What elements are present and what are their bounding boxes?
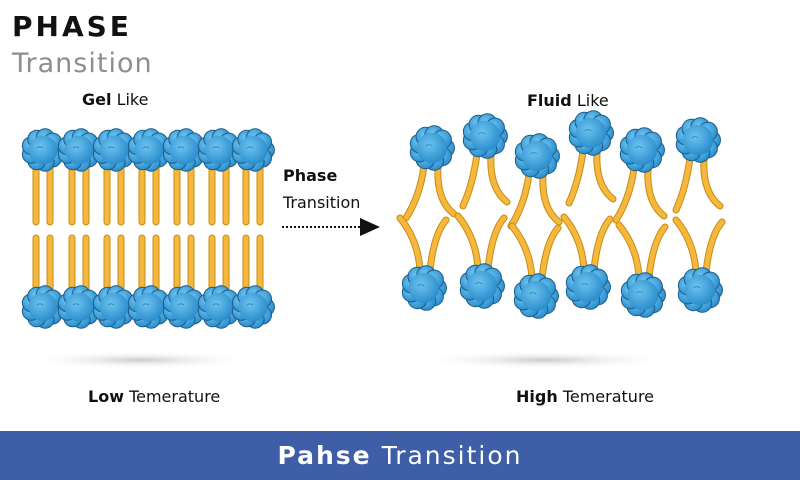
gel-lower-head bbox=[21, 285, 65, 329]
high-temp-bold: High bbox=[516, 387, 558, 406]
fluid-upper-head bbox=[568, 110, 614, 156]
gel-caption-rest: Like bbox=[116, 90, 149, 109]
fluid-lower-head bbox=[459, 263, 505, 309]
fluid-lower-head bbox=[620, 272, 666, 318]
footer-title: Pahse Transition bbox=[0, 441, 800, 470]
low-temp-bold: Low bbox=[88, 387, 124, 406]
phase-transition-diagram bbox=[21, 110, 726, 369]
transition-arrow bbox=[282, 218, 380, 236]
gel-caption: Gel Like bbox=[82, 90, 148, 109]
gel-bilayer bbox=[21, 128, 275, 329]
fluid-lower-head bbox=[565, 264, 611, 310]
gel-upper-head bbox=[57, 128, 101, 172]
high-temp-rest: Temerature bbox=[562, 387, 655, 406]
fluid-upper-head bbox=[409, 125, 455, 171]
page-title: PHASE bbox=[12, 10, 132, 43]
fluid-upper-head bbox=[675, 117, 721, 163]
fluid-bilayer bbox=[396, 110, 726, 319]
low-temperature-caption: Low Temerature bbox=[88, 387, 220, 406]
gel-shadow bbox=[25, 351, 255, 369]
fluid-caption-rest: Like bbox=[576, 91, 609, 110]
fluid-shadow bbox=[415, 351, 675, 369]
gel-lower-head bbox=[57, 285, 101, 329]
gel-upper-head bbox=[197, 128, 241, 172]
page-subtitle: Transition bbox=[12, 48, 153, 79]
gel-lower-head bbox=[162, 285, 206, 329]
gel-lower-head bbox=[231, 285, 275, 329]
fluid-lower-head bbox=[677, 267, 723, 313]
gel-lower-head bbox=[92, 285, 136, 329]
fluid-lower-head bbox=[513, 273, 559, 319]
fluid-upper-head bbox=[462, 113, 508, 159]
low-temp-rest: Temerature bbox=[129, 387, 221, 406]
gel-lower-head bbox=[197, 285, 241, 329]
arrow-label-transition: Transition bbox=[283, 193, 361, 212]
fluid-caption: Fluid Like bbox=[527, 91, 609, 110]
gel-caption-bold: Gel bbox=[82, 90, 112, 109]
fluid-upper-head bbox=[619, 127, 665, 173]
footer-title-rest: Transition bbox=[381, 441, 523, 470]
footer-title-bold: Pahse bbox=[277, 441, 372, 470]
footer-banner: Pahse Transition bbox=[0, 431, 800, 480]
fluid-caption-bold: Fluid bbox=[527, 91, 572, 110]
high-temperature-caption: High Temerature bbox=[516, 387, 654, 406]
arrow-label-phase: Phase bbox=[283, 166, 338, 185]
gel-upper-head bbox=[21, 128, 65, 172]
gel-upper-head bbox=[231, 128, 275, 172]
fluid-lower-head bbox=[401, 265, 447, 311]
fluid-upper-head bbox=[514, 133, 560, 179]
